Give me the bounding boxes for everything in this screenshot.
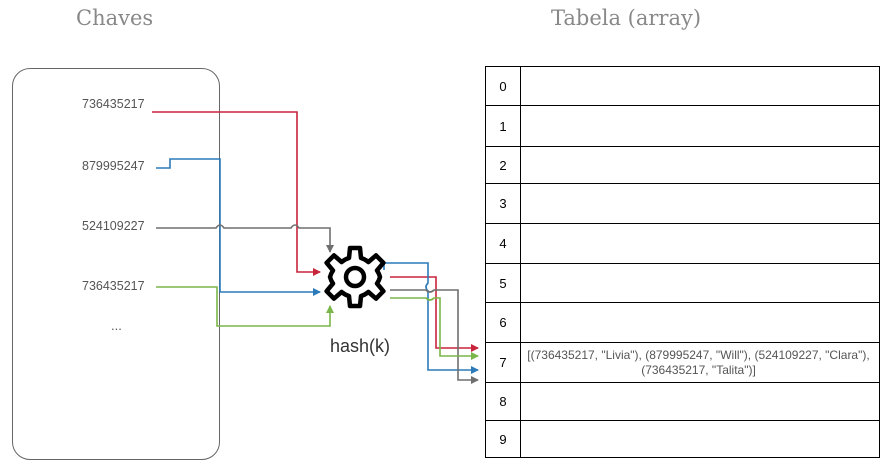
hash-table: 0 1 2 3 4 5 6 7 [(736435217, "Livia"), (… bbox=[485, 66, 880, 458]
key-3: 524109227 bbox=[82, 219, 145, 233]
row-value bbox=[524, 421, 873, 457]
wire-hash-to-row7-gray bbox=[390, 289, 479, 384]
row-value: [(736435217, "Livia"), (879995247, "Will… bbox=[527, 347, 870, 377]
keys-title: Chaves bbox=[76, 6, 154, 30]
row-index: 5 bbox=[486, 264, 521, 302]
table-row: 8 bbox=[486, 382, 879, 420]
row-value bbox=[524, 383, 873, 420]
table-row: 3 bbox=[486, 183, 879, 223]
row-index: 8 bbox=[486, 383, 521, 420]
wire-hash-to-row7-red bbox=[390, 276, 479, 352]
row-index: 6 bbox=[486, 303, 521, 342]
table-row: 1 bbox=[486, 105, 879, 146]
row-value bbox=[524, 106, 873, 146]
key-2: 879995247 bbox=[82, 159, 145, 173]
hash-function-label: hash(k) bbox=[330, 336, 391, 356]
row-value bbox=[524, 67, 873, 105]
table-row: 7 [(736435217, "Livia"), (879995247, "Wi… bbox=[486, 342, 879, 382]
table-row: 4 bbox=[486, 223, 879, 263]
table-row: 0 bbox=[486, 67, 879, 105]
wire-key-2-to-hash bbox=[156, 158, 321, 296]
wire-hash-to-row7-green bbox=[390, 297, 479, 360]
row-index: 3 bbox=[486, 184, 521, 223]
table-row: 6 bbox=[486, 302, 879, 342]
row-value bbox=[524, 147, 873, 183]
table-row: 9 bbox=[486, 420, 879, 457]
wire-key-1-to-hash bbox=[152, 111, 321, 276]
key-4: 736435217 bbox=[82, 279, 145, 293]
more-keys-ellipsis: ... bbox=[111, 318, 122, 333]
table-title: Tabela (array) bbox=[551, 6, 702, 30]
table-row: 5 bbox=[486, 263, 879, 302]
wire-hash-to-row7-blue bbox=[383, 262, 479, 374]
wire-key-4-to-hash bbox=[156, 286, 334, 327]
wire-key-3-to-hash bbox=[156, 224, 334, 253]
row-index: 2 bbox=[486, 147, 521, 183]
row-index: 0 bbox=[486, 67, 521, 105]
table-row: 2 bbox=[486, 146, 879, 183]
row-value bbox=[524, 224, 873, 263]
row-value bbox=[524, 264, 873, 302]
key-1: 736435217 bbox=[82, 97, 145, 111]
row-index: 4 bbox=[486, 224, 521, 263]
row-index: 9 bbox=[486, 421, 521, 457]
row-index: 7 bbox=[486, 343, 521, 382]
row-value bbox=[524, 184, 873, 223]
row-index: 1 bbox=[486, 106, 521, 146]
gear-icon bbox=[324, 245, 386, 309]
row-value bbox=[524, 303, 873, 342]
